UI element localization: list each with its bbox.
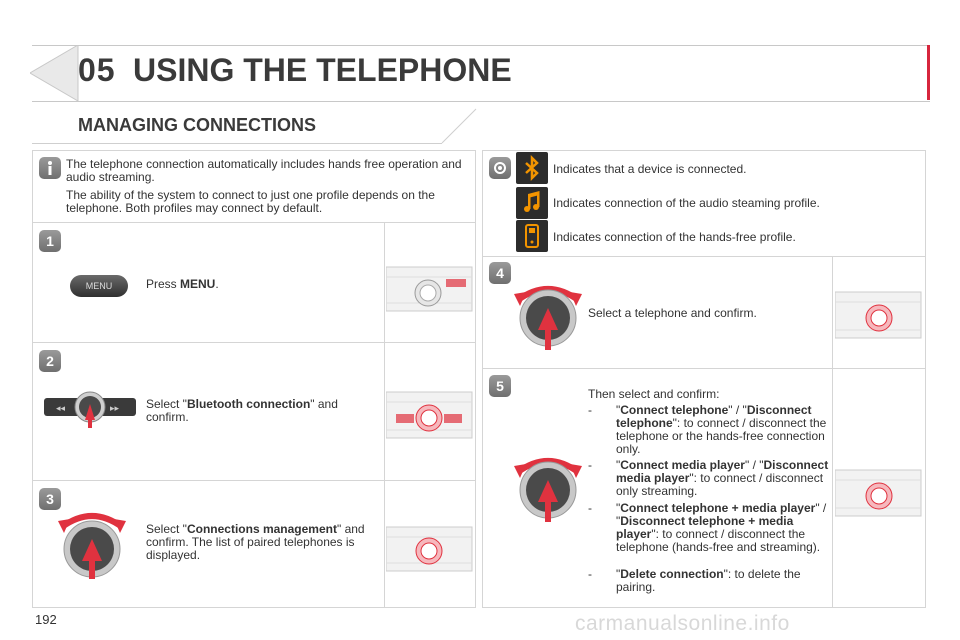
section-underline <box>32 143 442 144</box>
legend-text-1: Indicates that a device is connected. <box>553 162 747 176</box>
menu-button-illustration: MENU <box>70 275 128 297</box>
rotary-knob-illustration <box>514 286 582 350</box>
step-number-4: 4 <box>489 262 511 284</box>
step-2-text: Select "Bluetooth connection" and confir… <box>146 397 338 424</box>
step-number-3: 3 <box>39 488 61 510</box>
connection-options-list: - "Connect telephone" / "Disconnect tele… <box>588 403 829 594</box>
step-4-text: Select a telephone and confirm. <box>588 306 757 320</box>
rotary-knob-illustration <box>58 513 126 579</box>
bluetooth-arrows-knob-illustration: ◂◂ ▸▸ <box>44 391 136 428</box>
info-icon <box>39 157 61 179</box>
section-title: MANAGING CONNECTIONS <box>78 115 316 135</box>
step-number-1: 1 <box>39 230 61 252</box>
info-paragraph-1: The telephone connection automatically i… <box>66 157 462 184</box>
legend-text-3: Indicates connection of the hands-free p… <box>553 230 796 244</box>
control-panel-arrows-illustration <box>386 391 473 439</box>
step-1-text: Press MENU. <box>146 277 219 291</box>
phone-icon <box>516 220 548 252</box>
right-column-panel <box>482 150 926 608</box>
control-panel-menu-illustration <box>386 266 473 312</box>
divider <box>482 256 926 257</box>
header-corner-decoration <box>30 45 79 101</box>
divider <box>832 256 833 608</box>
info-paragraph-2: The ability of the system to connect to … <box>66 188 435 215</box>
divider <box>32 480 476 481</box>
chapter-number: 05 <box>78 52 116 88</box>
divider <box>32 342 476 343</box>
svg-text:▸▸: ▸▸ <box>110 404 120 414</box>
watermark-text: carmanualsonline.info <box>575 612 790 635</box>
divider <box>32 222 476 223</box>
control-panel-knob-illustration <box>386 526 473 572</box>
step-number-2: 2 <box>39 350 61 372</box>
step-number-5: 5 <box>489 375 511 397</box>
rotary-knob-illustration <box>514 458 582 522</box>
step-5-intro: Then select and confirm: <box>588 387 720 401</box>
control-panel-knob-illustration <box>835 291 922 339</box>
divider <box>482 368 926 369</box>
section-line-slant <box>441 108 477 144</box>
svg-text:◂◂: ◂◂ <box>56 404 66 414</box>
settings-icon <box>489 157 511 179</box>
header-band <box>32 45 930 102</box>
header-accent-bar <box>927 45 930 100</box>
music-note-icon <box>516 187 548 219</box>
page-number: 192 <box>35 612 57 627</box>
control-panel-knob-illustration <box>835 469 922 517</box>
step-3-text: Select "Connections management" and conf… <box>146 522 365 562</box>
divider <box>384 222 385 608</box>
legend-text-2: Indicates connection of the audio steami… <box>553 196 820 210</box>
bluetooth-icon <box>516 152 548 184</box>
page-title: USING THE TELEPHONE <box>133 52 512 88</box>
